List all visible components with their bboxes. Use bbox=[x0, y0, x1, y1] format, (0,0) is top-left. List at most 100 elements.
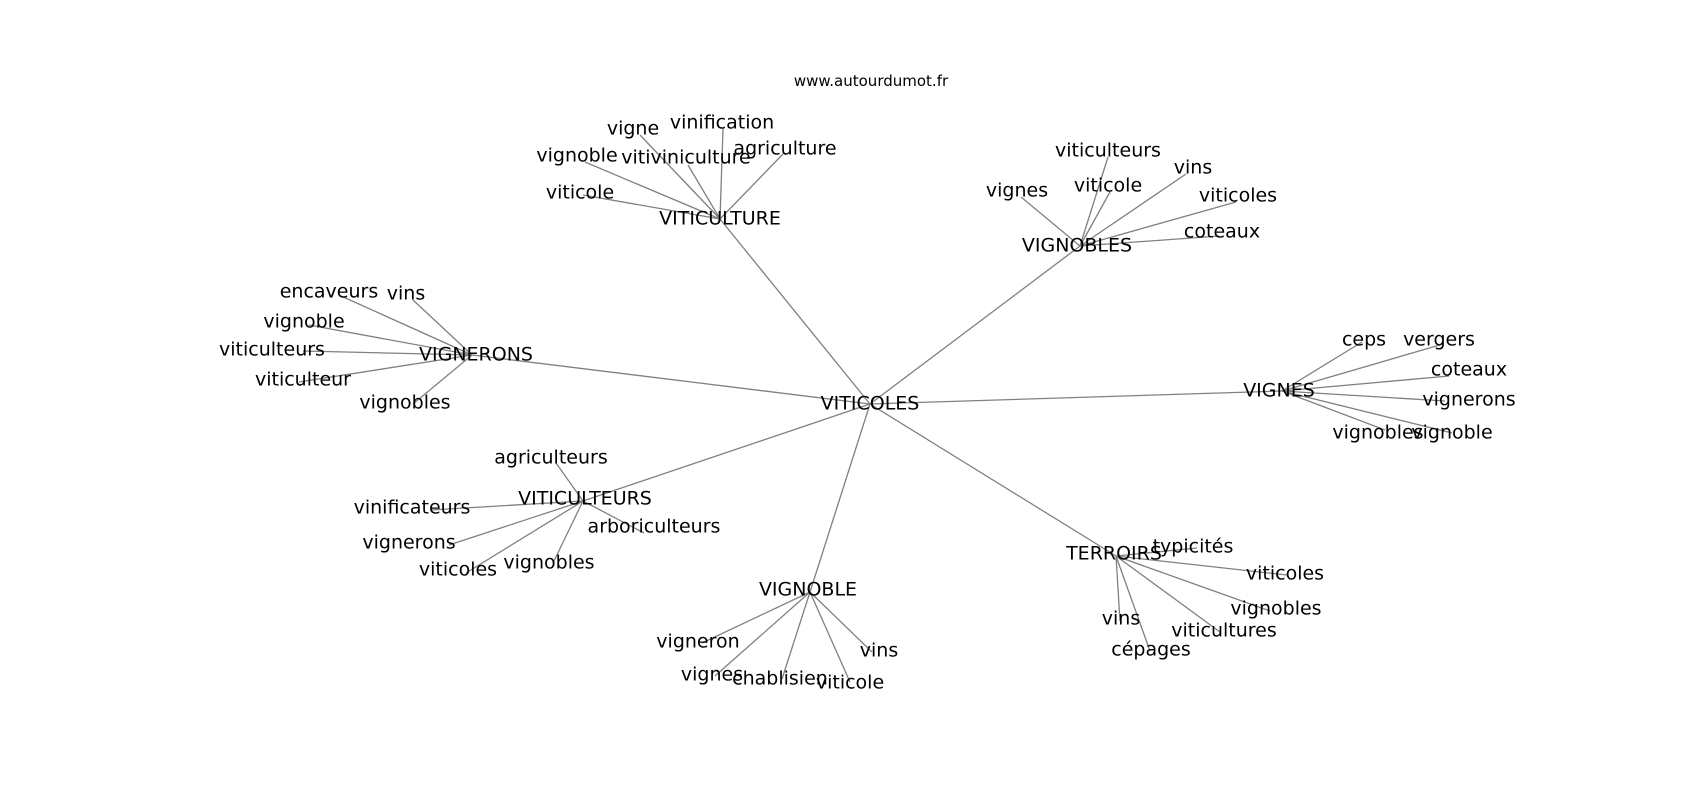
edge-terroirs-viticultures bbox=[1115, 555, 1221, 633]
leaf-node-terroirs-viticultures: viticultures bbox=[1171, 620, 1277, 642]
leaf-node-vignes-vignerons: vignerons bbox=[1422, 389, 1515, 411]
hub-node-terroirs: TERROIRS bbox=[1065, 543, 1162, 565]
leaf-node-viticulteurs-viticoles: viticoles bbox=[419, 559, 497, 581]
hub-node-viticulteurs: VITICULTEURS bbox=[518, 488, 652, 510]
leaf-node-viticulture-vinification: vinification bbox=[670, 112, 774, 134]
edge-center-vignoble bbox=[809, 403, 871, 593]
edge-center-viticulteurs bbox=[582, 403, 871, 502]
edge-terroirs-vins bbox=[1115, 555, 1121, 622]
leaf-node-viticulteurs-vinificateurs: vinificateurs bbox=[354, 497, 471, 519]
leaf-node-vignerons-vignoble: vignoble bbox=[263, 311, 344, 333]
edge-vignes-ceps bbox=[1281, 341, 1363, 392]
labels-layer: VITICOLES VITICULTURE vigne vinification vig… bbox=[219, 112, 1516, 694]
leaf-node-terroirs-cepages: cépages bbox=[1111, 639, 1191, 661]
edge-vignes-vergers bbox=[1281, 343, 1444, 392]
leaf-node-vignes-ceps: ceps bbox=[1342, 329, 1386, 351]
leaf-node-vignobles-viticulteurs: viticulteurs bbox=[1055, 140, 1161, 162]
edge-vignerons-vins bbox=[412, 299, 473, 356]
leaf-node-vignobles-vignes: vignes bbox=[986, 180, 1048, 202]
leaf-node-terroirs-vins: vins bbox=[1102, 608, 1140, 630]
leaf-node-vignerons-viticulteur: viticulteur bbox=[255, 369, 351, 391]
edge-vignobles-coteaux bbox=[1079, 235, 1220, 247]
edge-vignerons-viticulteurs bbox=[302, 350, 473, 356]
edge-vignes-vignobles bbox=[1281, 390, 1386, 431]
leaf-node-viticulteurs-agriculteurs: agriculteurs bbox=[494, 447, 607, 469]
edge-vignobles-vignes bbox=[1020, 196, 1081, 247]
leaf-node-vignoble-vigneron: vigneron bbox=[656, 631, 739, 653]
edge-terroirs-viticoles bbox=[1115, 555, 1288, 576]
edge-vignerons-vignoble bbox=[308, 324, 473, 356]
hub-node-vignoble: VIGNOBLE bbox=[759, 579, 857, 601]
edge-terroirs-cepages bbox=[1115, 555, 1151, 652]
leaf-node-vignoble-viticole: viticole bbox=[816, 672, 884, 694]
edge-vignoble-chablisien bbox=[781, 591, 811, 680]
edge-vignerons-vignobles bbox=[412, 354, 473, 405]
edge-center-vignerons bbox=[471, 354, 871, 405]
leaf-node-terroirs-viticoles: viticoles bbox=[1246, 563, 1324, 585]
hub-node-vignes: VIGNES bbox=[1243, 380, 1315, 402]
leaf-node-vignes-coteaux: coteaux bbox=[1431, 359, 1507, 381]
source-watermark: www.autourdumot.fr bbox=[793, 72, 949, 90]
edge-vignoble-vignes bbox=[714, 591, 811, 677]
leaf-node-vignerons-vignobles: vignobles bbox=[359, 392, 450, 414]
edge-vignes-vignoble bbox=[1281, 390, 1453, 434]
leaf-node-vignes-vignobles: vignobles bbox=[1332, 422, 1423, 444]
edge-vignobles-vins bbox=[1079, 173, 1187, 247]
edge-viticulture-agriculture bbox=[719, 153, 784, 220]
edge-terroirs-typicites bbox=[1115, 547, 1198, 557]
leaf-node-vignoble-vignes: vignes bbox=[681, 664, 743, 686]
edge-viticulteurs-viticoles bbox=[465, 500, 584, 574]
edge-viticulture-viticole bbox=[582, 194, 721, 220]
hub-node-vignobles: VIGNOBLES bbox=[1022, 235, 1132, 257]
edge-vignobles-viticoles bbox=[1079, 201, 1237, 247]
edges-layer bbox=[298, 128, 1453, 683]
hub-node-vignerons: VIGNERONS bbox=[419, 344, 533, 366]
edge-center-vignobles bbox=[869, 245, 1081, 405]
edge-vignoble-vins bbox=[809, 591, 873, 653]
leaf-node-viticulture-vitiviniculture: vitiviniculture bbox=[621, 147, 750, 169]
leaf-node-viticulture-vigne: vigne bbox=[607, 118, 659, 140]
leaf-node-vignobles-vins: vins bbox=[1174, 157, 1212, 179]
leaf-node-viticulture-vignoble: vignoble bbox=[536, 145, 617, 167]
leaf-node-viticulteurs-vignerons: vignerons bbox=[362, 532, 455, 554]
leaf-node-terroirs-vignobles: vignobles bbox=[1230, 598, 1321, 620]
edge-vignobles-viticulteurs bbox=[1079, 156, 1109, 247]
edge-viticulture-vinification bbox=[719, 128, 724, 220]
edge-vignobles-viticole bbox=[1079, 191, 1111, 247]
edge-viticulture-vignoble bbox=[584, 161, 721, 220]
edge-viticulteurs-vinificateurs bbox=[430, 500, 584, 511]
hub-node-viticulture: VITICULTURE bbox=[659, 208, 781, 230]
leaf-node-viticulture-agriculture: agriculture bbox=[733, 138, 836, 160]
leaf-node-vignes-vergers: vergers bbox=[1403, 329, 1475, 351]
edge-vignoble-viticole bbox=[809, 591, 851, 683]
leaf-node-vignoble-chablisien: chablisien bbox=[732, 668, 828, 690]
edge-viticulteurs-vignerons bbox=[448, 500, 584, 546]
edge-vignes-vignerons bbox=[1281, 390, 1446, 402]
edge-viticulteurs-arboriculteurs bbox=[582, 500, 645, 534]
leaf-node-vignobles-coteaux: coteaux bbox=[1184, 221, 1260, 243]
edge-vignerons-viticulteur bbox=[298, 354, 473, 383]
leaf-node-vignes-vignoble: vignoble bbox=[1411, 422, 1492, 444]
leaf-node-viticulture-viticole: viticole bbox=[546, 182, 614, 204]
edge-center-terroirs bbox=[869, 403, 1117, 557]
edge-terroirs-vignobles bbox=[1115, 555, 1271, 612]
leaf-node-vignobles-viticole: viticole bbox=[1074, 175, 1142, 197]
leaf-node-vignerons-encaveurs: encaveurs bbox=[280, 281, 379, 303]
edge-center-viticulture bbox=[719, 218, 871, 405]
leaf-node-viticulteurs-arboriculteurs: arboriculteurs bbox=[588, 516, 721, 538]
edge-viticulteurs-vignobles bbox=[552, 500, 584, 564]
leaf-node-vignobles-viticoles: viticoles bbox=[1199, 185, 1277, 207]
edge-viticulture-vitiviniculture bbox=[687, 164, 721, 220]
edge-viticulture-vigne bbox=[639, 134, 721, 220]
edge-vignerons-encaveurs bbox=[340, 295, 473, 356]
center-node-label: VITICOLES bbox=[821, 393, 920, 415]
edge-viticulteurs-agriculteurs bbox=[555, 462, 584, 502]
edge-center-vignes bbox=[869, 390, 1283, 405]
leaf-node-viticulteurs-vignobles: vignobles bbox=[503, 552, 594, 574]
leaf-node-terroirs-typicites: typicités bbox=[1153, 536, 1234, 558]
leaf-node-vignerons-viticulteurs: viticulteurs bbox=[219, 339, 325, 361]
leaf-node-vignoble-vins: vins bbox=[860, 640, 898, 662]
leaf-node-vignerons-vins: vins bbox=[387, 283, 425, 305]
edge-vignes-coteaux bbox=[1281, 375, 1450, 392]
